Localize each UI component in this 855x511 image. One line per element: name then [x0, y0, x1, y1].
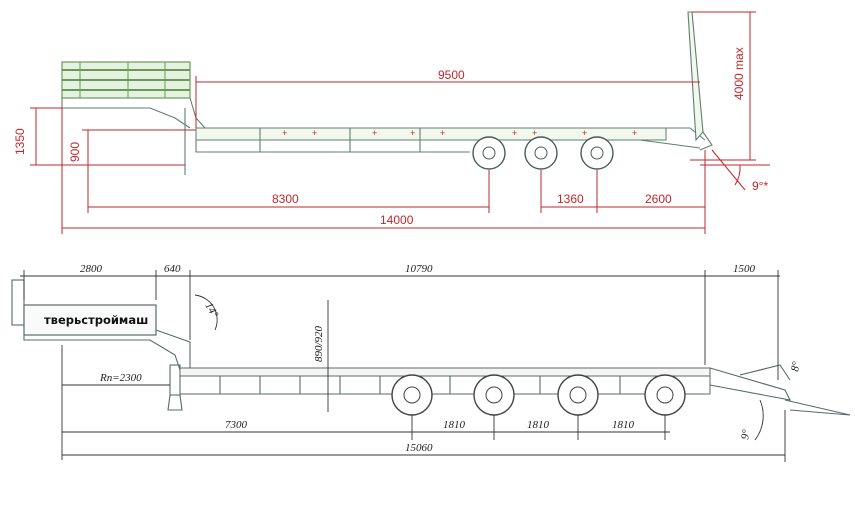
- bottom-ramp: [709, 364, 851, 416]
- dim-1350: 1350: [13, 128, 27, 155]
- dim-1810-c: 1810: [612, 419, 635, 431]
- dim-10790: 10790: [405, 263, 433, 275]
- svg-text:+: +: [582, 128, 587, 138]
- svg-text:+: +: [312, 128, 317, 138]
- dim-angle-8: 8°: [789, 360, 803, 372]
- svg-text:+: +: [532, 128, 537, 138]
- svg-text:+: +: [512, 128, 517, 138]
- bottom-wheels: [391, 374, 686, 416]
- dim-deck-height: 890/920: [313, 325, 325, 362]
- dim-1360: 1360: [557, 192, 584, 206]
- top-trailer-view: + + + + + + + + +: [13, 11, 770, 234]
- top-dimensions: 1350 900 9500 4000 max 8300 14000: [13, 11, 770, 234]
- top-ramp-raised: [687, 11, 713, 151]
- dim-2600: 2600: [645, 192, 672, 206]
- dim-15060: 15060: [405, 442, 433, 454]
- svg-text:+: +: [372, 128, 377, 138]
- bottom-trailer-view: тверьстроймаш: [11, 263, 851, 462]
- dim-angle-9: 9°*: [752, 179, 768, 193]
- top-wheels: [472, 136, 614, 170]
- top-deck: + + + + + + + + +: [195, 127, 706, 153]
- dim-2800: 2800: [80, 263, 103, 275]
- svg-text:+: +: [632, 128, 637, 138]
- dim-4000max: 4000 max: [732, 47, 746, 100]
- dim-angle-9-bottom: 9°: [739, 428, 753, 440]
- dim-1810-a: 1810: [443, 419, 466, 431]
- svg-text:+: +: [282, 128, 287, 138]
- dim-8300: 8300: [272, 192, 299, 206]
- dim-900: 900: [68, 142, 82, 162]
- dim-640: 640: [164, 263, 181, 275]
- dim-7300: 7300: [225, 419, 248, 431]
- bottom-gooseneck: тверьстроймаш: [11, 279, 191, 411]
- dim-9500: 9500: [438, 68, 465, 82]
- dim-angle-14: 14°: [202, 301, 220, 321]
- dim-swing-radius: Rп=2300: [99, 372, 142, 384]
- gooseneck-body: [61, 61, 206, 175]
- bottom-dimensions: 2800 640 10790 1500 Rп=2300 890/920 14° …: [20, 263, 803, 462]
- bottom-deck: [179, 367, 711, 395]
- svg-text:+: +: [440, 128, 445, 138]
- dim-1500: 1500: [733, 263, 756, 275]
- dim-14000: 14000: [380, 213, 414, 227]
- dim-1810-b: 1810: [527, 419, 550, 431]
- svg-text:+: +: [410, 128, 415, 138]
- brand-label: тверьстроймаш: [44, 313, 148, 327]
